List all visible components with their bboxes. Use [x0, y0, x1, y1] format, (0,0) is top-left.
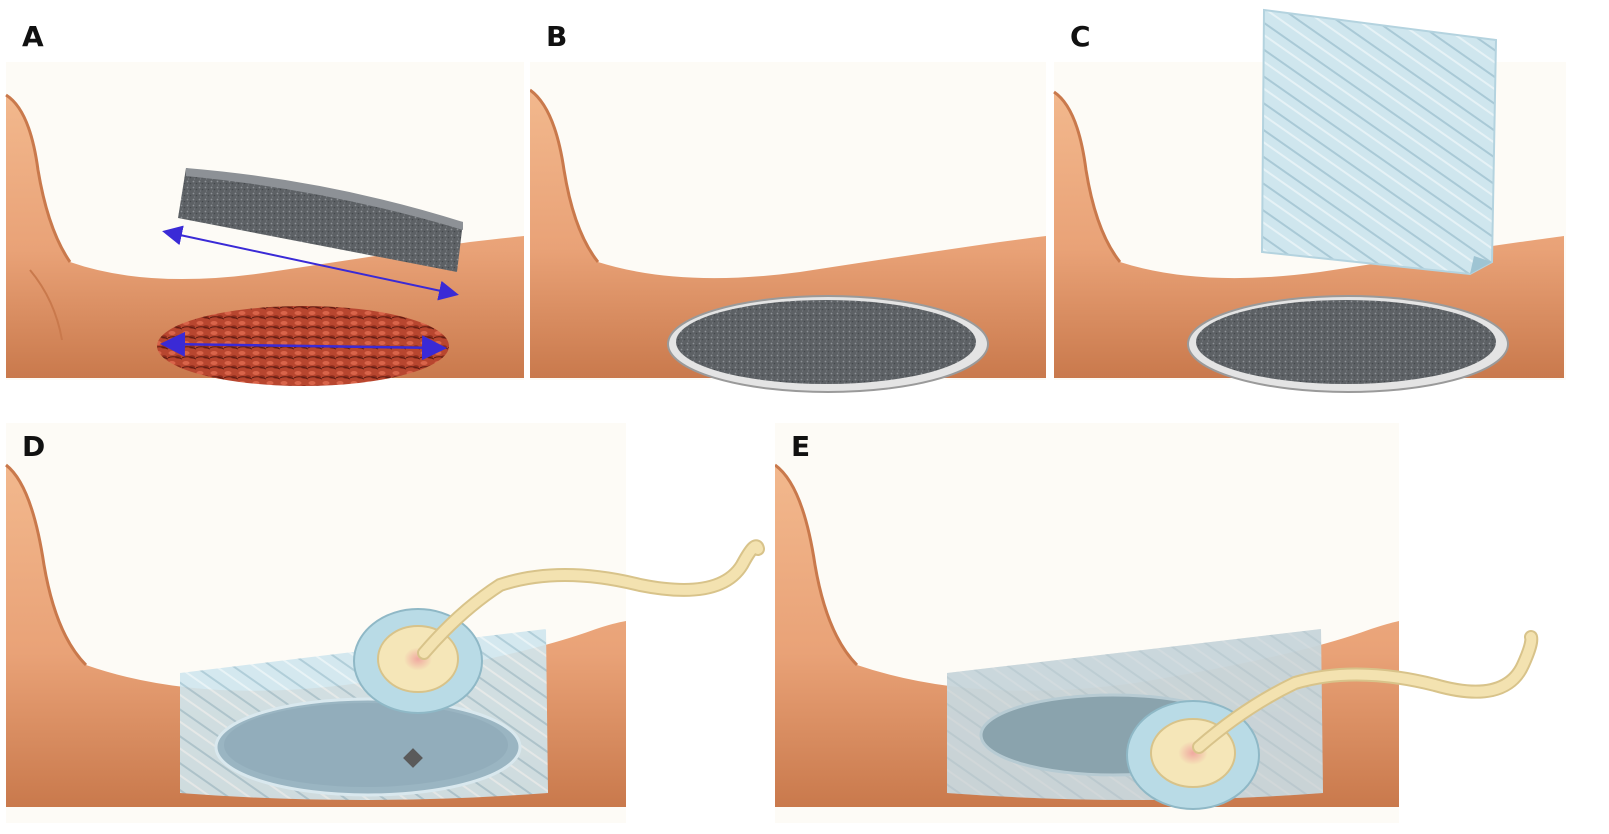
panel-label-e: E	[791, 430, 810, 463]
panel-label-a: A	[22, 20, 44, 53]
panel-e-illustration	[775, 415, 1609, 834]
panel-e: E	[775, 415, 1609, 834]
foam-dressing-icon	[668, 296, 988, 392]
panel-a-illustration	[0, 0, 530, 400]
panel-a: A	[0, 0, 530, 400]
panel-c-illustration	[1050, 0, 1609, 400]
suction-pad-icon	[354, 609, 482, 713]
panel-label-c: C	[1070, 20, 1091, 53]
panel-label-b: B	[546, 20, 567, 53]
panel-d-illustration	[0, 415, 780, 834]
panel-b: B	[530, 0, 1060, 400]
panel-b-illustration	[530, 0, 1060, 400]
panel-d: D	[0, 415, 780, 834]
panel-label-d: D	[22, 430, 45, 463]
foam-dressing-icon	[1188, 296, 1508, 392]
drape-sheet-icon	[1262, 10, 1496, 274]
panel-c: C	[1050, 0, 1609, 400]
foam-dressing-icon	[216, 699, 520, 795]
